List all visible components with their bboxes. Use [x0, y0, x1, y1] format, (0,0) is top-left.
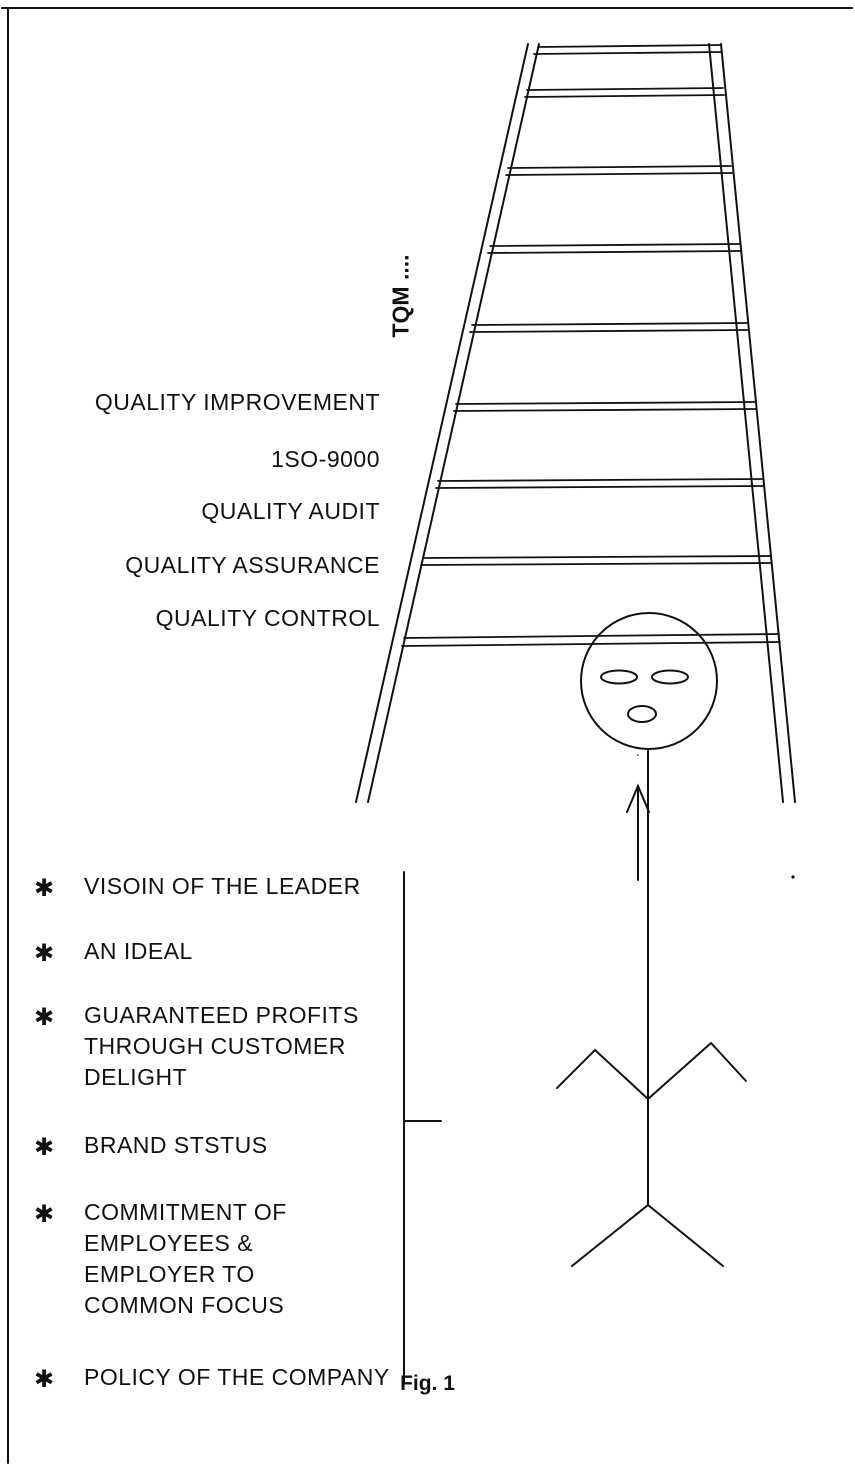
step-quality-assurance: QUALITY ASSURANCE — [125, 552, 380, 578]
ladder-right-rail-inner — [708, 43, 784, 803]
asterisk-icon: ✱ — [34, 939, 55, 967]
ladder-rung — [453, 408, 757, 412]
ladder-rung — [403, 633, 780, 639]
asterisk-icon: ✱ — [34, 874, 55, 902]
attribute-item: COMMITMENT OF EMPLOYEES & EMPLOYER TO CO… — [84, 1197, 287, 1321]
figure-mouth — [627, 705, 657, 723]
ladder-right-rail-outer — [720, 43, 796, 803]
speck — [791, 875, 795, 879]
asterisk-icon: ✱ — [34, 1365, 55, 1393]
ladder-rung — [471, 322, 748, 326]
speck — [637, 754, 639, 756]
asterisk-icon: ✱ — [34, 1003, 55, 1031]
ladder-rung — [489, 243, 740, 247]
ladder-rung — [437, 478, 763, 482]
ladder-left-rail-outer — [355, 43, 529, 803]
ladder-rungs — [401, 44, 781, 647]
attribute-line: DELIGHT — [84, 1064, 188, 1090]
asterisk-icon: ✱ — [34, 1133, 55, 1161]
attribute-item: AN IDEAL — [84, 936, 193, 967]
attribute-item: VISOIN OF THE LEADER — [84, 871, 361, 902]
ladder-left-rail-inner — [367, 43, 540, 803]
ladder-rung — [435, 485, 764, 489]
ladder-rung — [533, 51, 722, 55]
attribute-line: BRAND STSTUS — [84, 1132, 268, 1158]
upward-arrow-icon — [626, 783, 650, 881]
attribute-line: AN IDEAL — [84, 938, 193, 964]
attribute-item: POLICY OF THE COMPANY — [84, 1362, 390, 1393]
figure-right-arm — [647, 1041, 747, 1100]
ladder-rung — [507, 165, 732, 169]
attribute-line: EMPLOYER TO — [84, 1261, 255, 1287]
figure-head — [580, 612, 718, 750]
step-quality-control: QUALITY CONTROL — [155, 605, 380, 631]
figure-right-eye — [651, 669, 689, 685]
ladder-rung — [526, 87, 724, 91]
step-quality-improvement: QUALITY IMPROVEMENT — [94, 389, 380, 415]
ladder-rung — [420, 562, 772, 566]
ladder-rung — [505, 172, 733, 176]
attribute-line: GUARANTEED PROFITS — [84, 1002, 359, 1028]
ladder-rung — [537, 44, 721, 48]
ladder-rung — [422, 555, 771, 559]
figure-left-eye — [600, 669, 638, 685]
figure-left-arm — [556, 1048, 649, 1100]
step-quality-audit: QUALITY AUDIT — [201, 498, 380, 524]
ladder-rung — [524, 94, 725, 98]
attribute-line: POLICY OF THE COMPANY — [84, 1364, 390, 1390]
attribute-item: BRAND STSTUS — [84, 1130, 268, 1161]
figure-left-leg — [571, 1204, 649, 1267]
attribute-line: THROUGH CUSTOMER — [84, 1033, 346, 1059]
ladder-rung — [455, 401, 756, 405]
attribute-line: COMMON FOCUS — [84, 1292, 285, 1318]
attribute-line: EMPLOYEES & — [84, 1230, 254, 1256]
figure-right-leg — [647, 1204, 724, 1267]
attribute-line: COMMITMENT OF — [84, 1199, 287, 1225]
ladder-rung — [469, 329, 749, 333]
attributes-bracket — [403, 871, 442, 1384]
stick-figure — [556, 612, 747, 1267]
tqm-label: TQM .... — [387, 254, 414, 338]
ladder-rung — [487, 250, 741, 254]
step-iso-9000: 1SO-9000 — [271, 446, 380, 472]
figure-caption: Fig. 1 — [400, 1372, 455, 1395]
attribute-item: GUARANTEED PROFITS THROUGH CUSTOMER DELI… — [84, 1000, 359, 1093]
attribute-line: VISOIN OF THE LEADER — [84, 873, 361, 899]
asterisk-icon: ✱ — [34, 1200, 55, 1228]
